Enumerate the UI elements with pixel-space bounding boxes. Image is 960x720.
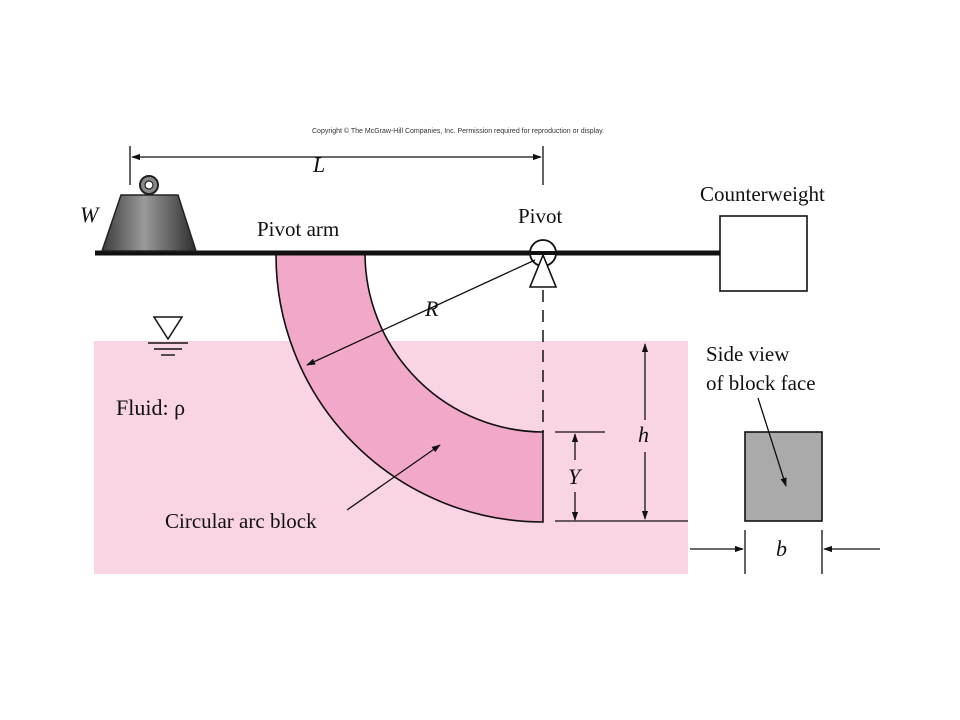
b-dimension-label: b [776, 536, 787, 561]
copyright-notice: Copyright © The McGraw-Hill Companies, I… [312, 127, 604, 135]
side-view-label-line2: of block face [706, 371, 816, 395]
free-surface-icon [148, 316, 188, 356]
arc-block-pointer-arrow [346, 444, 441, 511]
counterweight-box [719, 215, 808, 292]
l-dimension-label: L [312, 152, 325, 177]
fluid-label: Fluid: ρ [116, 395, 185, 420]
block-face-side-view [744, 431, 823, 522]
pivot-icon [528, 239, 558, 288]
pivot-arm-label: Pivot arm [257, 217, 339, 241]
weight-label: W [80, 202, 100, 227]
radius-arrow [306, 259, 536, 366]
side-view-pointer-arrow [757, 397, 787, 487]
circular-arc-block-label: Circular arc block [165, 509, 317, 533]
y-dimension-label: Y [568, 464, 583, 489]
weight-icon [100, 175, 198, 252]
pivot-label: Pivot [518, 204, 563, 228]
radius-label: R [424, 296, 439, 321]
counterweight-label: Counterweight [700, 182, 825, 206]
circular-arc-block [275, 252, 544, 523]
side-view-label-line1: Side view [706, 342, 790, 366]
h-dimension-label: h [638, 422, 649, 447]
